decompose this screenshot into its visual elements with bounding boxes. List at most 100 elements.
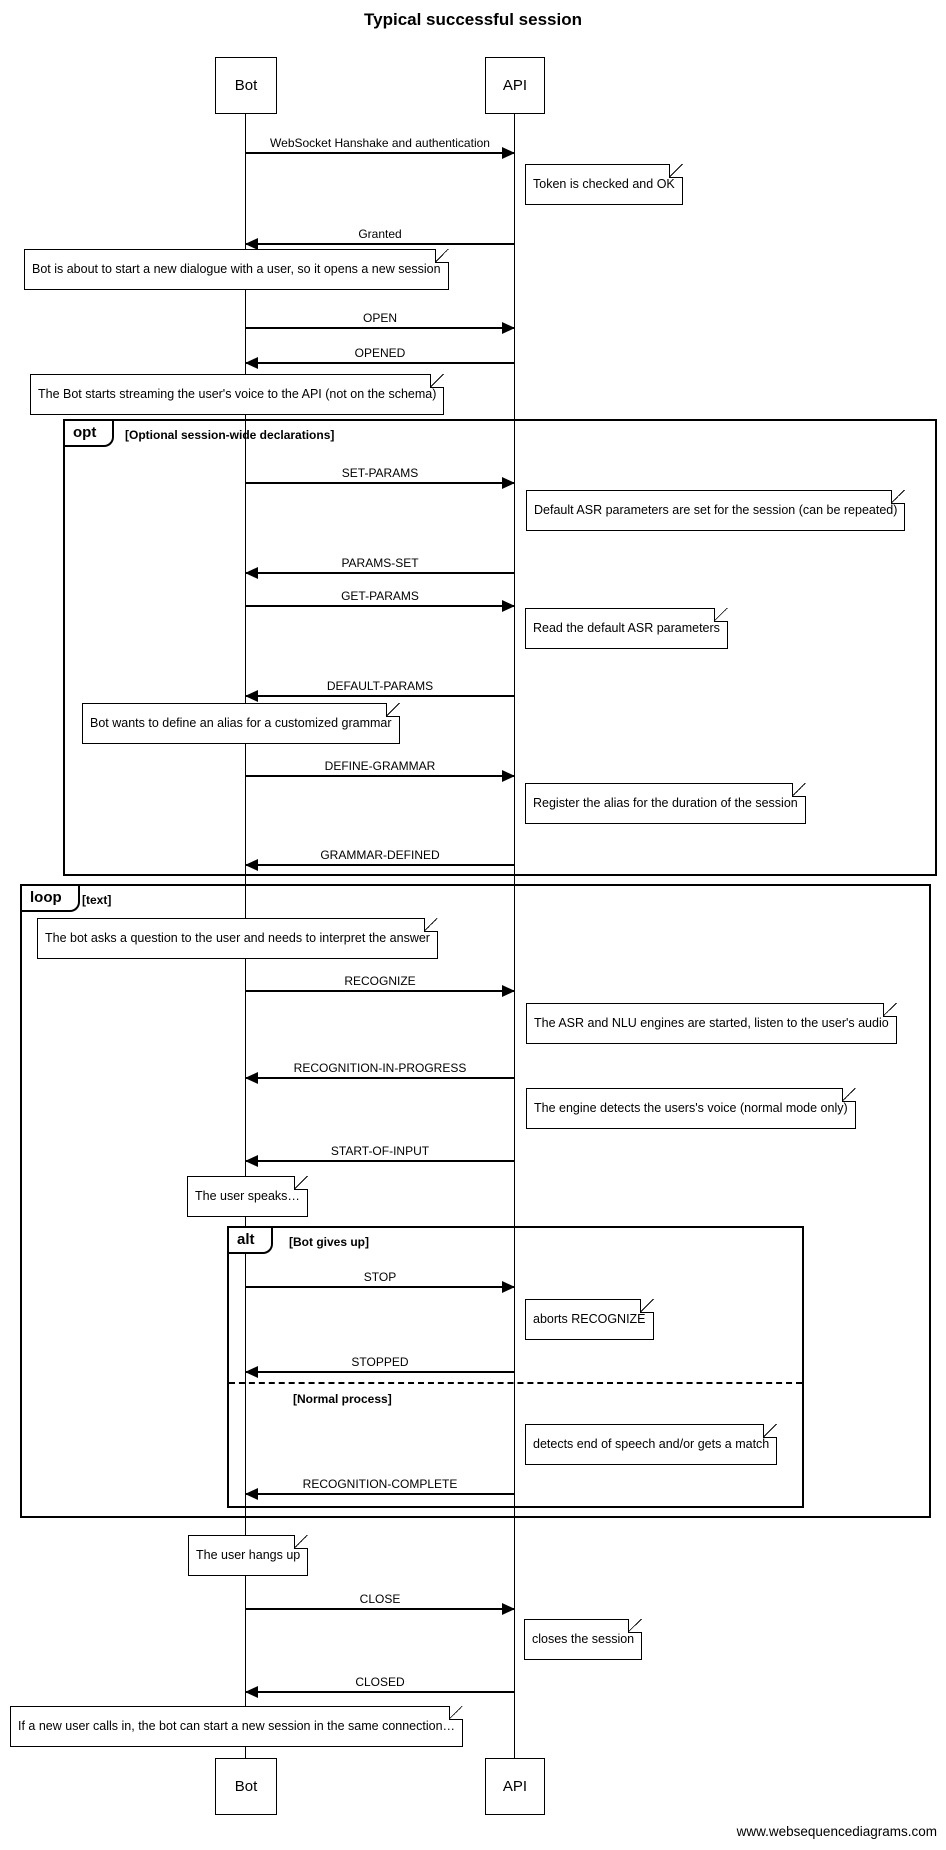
message-start-of-input: START-OF-INPUT [245, 1144, 514, 1167]
arrow-right-icon [246, 600, 515, 612]
note-aborts-recognize: aborts RECOGNIZE [525, 1299, 654, 1340]
arrow-left-icon [245, 1686, 514, 1698]
message-recognition-complete: RECOGNITION-COMPLETE [245, 1477, 514, 1500]
arrow-left-icon [245, 1155, 514, 1167]
note-text: closes the session [532, 1632, 635, 1646]
message-open: OPEN [246, 311, 515, 334]
note-text: The Bot starts streaming the user's voic… [38, 387, 437, 401]
note-text: aborts RECOGNIZE [533, 1312, 646, 1326]
message-label: OPEN [362, 311, 397, 325]
note-fold-icon [882, 1003, 897, 1017]
note-fold-icon [841, 1088, 856, 1102]
note-define-alias: Bot wants to define an alias for a custo… [82, 703, 400, 744]
message-get-params: GET-PARAMS [246, 589, 515, 612]
note-fold-icon [294, 1535, 309, 1549]
note-text: Bot is about to start a new dialogue wit… [32, 262, 441, 276]
opt-fragment-guard: [Optional session-wide declarations] [125, 428, 335, 442]
note-fold-icon [791, 783, 806, 797]
arrow-left-icon [245, 238, 514, 250]
message-label: PARAMS-SET [341, 556, 419, 570]
alt-fragment-label: alt [229, 1228, 273, 1254]
note-user-speaks: The user speaks… [187, 1176, 308, 1217]
message-grammar-defined: GRAMMAR-DEFINED [245, 848, 514, 871]
loop-fragment-guard: [text] [82, 893, 112, 907]
note-fold-icon [449, 1706, 464, 1720]
opt-fragment: opt [Optional session-wide declarations] [63, 419, 937, 876]
note-text: detects end of speech and/or gets a matc… [533, 1437, 770, 1451]
message-label: DEFAULT-PARAMS [326, 679, 434, 693]
note-streaming-voice: The Bot starts streaming the user's voic… [30, 374, 445, 415]
message-label: GRAMMAR-DEFINED [320, 848, 440, 862]
message-label: OPENED [354, 346, 406, 360]
message-params-set: PARAMS-SET [245, 556, 514, 579]
note-default-asr-set: Default ASR parameters are set for the s… [526, 490, 906, 531]
message-label: WebSocket Hanshake and authentication [270, 136, 490, 150]
message-label: Granted [358, 227, 402, 241]
note-text: Register the alias for the duration of t… [533, 796, 798, 810]
note-new-dialogue: Bot is about to start a new dialogue wit… [24, 249, 449, 290]
note-fold-icon [434, 249, 449, 263]
arrow-right-icon [246, 1281, 515, 1293]
arrow-right-icon [246, 477, 515, 489]
note-fold-icon [763, 1424, 778, 1438]
note-engine-detects-voice: The engine detects the users's voice (no… [526, 1088, 856, 1129]
note-text: The user hangs up [196, 1548, 301, 1562]
note-fold-icon [293, 1176, 308, 1190]
note-text: The engine detects the users's voice (no… [534, 1101, 848, 1115]
arrow-right-icon [246, 322, 515, 334]
note-bot-asks-question: The bot asks a question to the user and … [37, 918, 438, 959]
arrow-left-icon [245, 1366, 514, 1378]
arrow-right-icon [246, 985, 515, 997]
note-text: The bot asks a question to the user and … [45, 931, 430, 945]
arrow-left-icon [245, 1488, 514, 1500]
message-websocket-handshake: WebSocket Hanshake and authentication [246, 136, 515, 159]
message-close: CLOSE [246, 1592, 515, 1615]
watermark: www.websequencediagrams.com [736, 1824, 937, 1839]
note-text: The user speaks… [195, 1189, 300, 1203]
message-label: CLOSE [359, 1592, 401, 1606]
actor-api-top: API [485, 57, 545, 114]
note-fold-icon [430, 374, 445, 388]
diagram-title: Typical successful session [364, 10, 582, 29]
arrow-left-icon [245, 357, 514, 369]
note-text: Default ASR parameters are set for the s… [534, 503, 898, 517]
note-detects-end-of-speech: detects end of speech and/or gets a matc… [525, 1424, 778, 1465]
message-label: RECOGNITION-IN-PROGRESS [293, 1061, 467, 1075]
alt-fragment: alt [Bot gives up] [Normal process] [227, 1226, 804, 1508]
message-label: STOP [363, 1270, 397, 1284]
note-engines-started: The ASR and NLU engines are started, lis… [526, 1003, 897, 1044]
alt-else-guard: [Normal process] [293, 1392, 392, 1406]
note-fold-icon [423, 918, 438, 932]
message-granted: Granted [245, 227, 514, 250]
message-opened: OPENED [245, 346, 514, 369]
note-text: Read the default ASR parameters [533, 621, 720, 635]
arrow-left-icon [245, 859, 514, 871]
loop-fragment: loop [text] [20, 884, 931, 1518]
arrow-right-icon [246, 147, 515, 159]
note-text: Bot wants to define an alias for a custo… [90, 716, 392, 730]
message-label: DEFINE-GRAMMAR [324, 759, 436, 773]
note-text: Token is checked and OK [533, 177, 675, 191]
note-new-session-same-connection: If a new user calls in, the bot can star… [10, 1706, 464, 1747]
message-define-grammar: DEFINE-GRAMMAR [246, 759, 515, 782]
note-fold-icon [639, 1299, 654, 1313]
arrow-right-icon [246, 770, 515, 782]
arrow-right-icon [246, 1603, 515, 1615]
note-read-default-params: Read the default ASR parameters [525, 608, 728, 649]
message-label: SET-PARAMS [341, 466, 419, 480]
arrow-left-icon [245, 567, 514, 579]
message-default-params: DEFAULT-PARAMS [245, 679, 514, 702]
note-token-checked: Token is checked and OK [525, 164, 683, 205]
note-fold-icon [713, 608, 728, 622]
alt-divider [229, 1382, 802, 1384]
message-stop: STOP [246, 1270, 515, 1293]
loop-fragment-label: loop [22, 886, 80, 912]
actor-api-bottom: API [485, 1758, 545, 1815]
message-label: RECOGNITION-COMPLETE [302, 1477, 458, 1491]
alt-fragment-guard: [Bot gives up] [289, 1235, 369, 1249]
api-lifeline [514, 112, 515, 1758]
note-register-alias: Register the alias for the duration of t… [525, 783, 806, 824]
note-closes-session: closes the session [524, 1619, 643, 1660]
note-user-hangs-up: The user hangs up [188, 1535, 309, 1576]
